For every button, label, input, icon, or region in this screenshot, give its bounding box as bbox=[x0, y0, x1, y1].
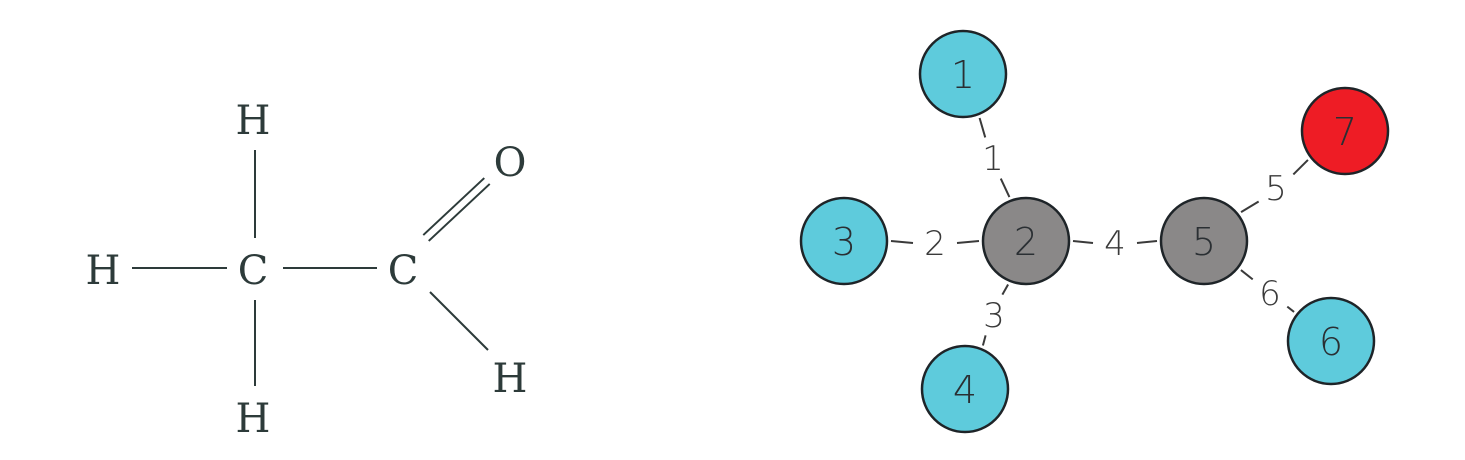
edge-6-segment-a bbox=[1240, 269, 1254, 281]
graph-node-4: 4 bbox=[920, 344, 1010, 434]
bond-c_carbonyl-h_aldehyde bbox=[429, 291, 489, 351]
node-4-label: 4 bbox=[953, 368, 977, 412]
edge-label-4: 4 bbox=[1104, 224, 1126, 264]
atom-h-left: H bbox=[86, 248, 121, 294]
edge-2-segment-a bbox=[890, 240, 914, 244]
node-1-label: 1 bbox=[951, 53, 975, 97]
graph-node-6: 6 bbox=[1286, 296, 1376, 386]
atom-c-carbonyl: C bbox=[388, 248, 419, 294]
edge-label-1: 1 bbox=[982, 139, 1004, 179]
edge-label-3: 3 bbox=[983, 296, 1005, 336]
node-7-label: 7 bbox=[1333, 110, 1357, 154]
edge-5-segment-b bbox=[1292, 159, 1309, 176]
atom-h-aldehyde: H bbox=[493, 356, 528, 402]
node-3-circle bbox=[799, 196, 889, 286]
edge-3-segment-b bbox=[1001, 283, 1009, 296]
graph-node-2: 2 bbox=[981, 196, 1071, 286]
atom-o: O bbox=[494, 140, 527, 186]
bond-c_carbonyl-o-line-1 bbox=[428, 183, 491, 242]
node-5-label: 5 bbox=[1192, 220, 1216, 264]
graph-node-7: 7 bbox=[1300, 86, 1390, 176]
edge-2-segment-b bbox=[956, 240, 980, 244]
node-4-circle bbox=[920, 344, 1010, 434]
node-2-circle bbox=[981, 196, 1071, 286]
edge-5-segment-a bbox=[1240, 200, 1260, 213]
node-2-label: 2 bbox=[1014, 220, 1038, 264]
graph-node-1: 1 bbox=[918, 29, 1008, 119]
graph-node-3: 3 bbox=[799, 196, 889, 286]
edge-label-6: 6 bbox=[1259, 274, 1281, 314]
edge-3-segment-a bbox=[981, 335, 987, 346]
atom-h-top: H bbox=[236, 98, 271, 144]
structural-formula: H H C C O H H bbox=[86, 98, 528, 442]
graph-node-5: 5 bbox=[1159, 196, 1249, 286]
edge-1-segment-b bbox=[999, 178, 1011, 198]
edge-1-segment-a bbox=[978, 117, 987, 138]
node-5-circle bbox=[1159, 196, 1249, 286]
edge-label-2: 2 bbox=[924, 224, 946, 264]
node-6-circle bbox=[1286, 296, 1376, 386]
edge-6-segment-b bbox=[1286, 305, 1295, 313]
edge-label-5: 5 bbox=[1265, 169, 1287, 209]
atom-c-methyl: C bbox=[238, 248, 269, 294]
node-1-circle bbox=[918, 29, 1008, 119]
edge-4-segment-b bbox=[1136, 240, 1158, 244]
edge-4-segment-a bbox=[1072, 240, 1094, 244]
bond-c_carbonyl-o-line-2 bbox=[422, 177, 485, 236]
node-7-circle bbox=[1300, 86, 1390, 176]
node-6-label: 6 bbox=[1319, 320, 1343, 364]
atom-h-bottom: H bbox=[236, 396, 271, 442]
node-3-label: 3 bbox=[832, 220, 856, 264]
